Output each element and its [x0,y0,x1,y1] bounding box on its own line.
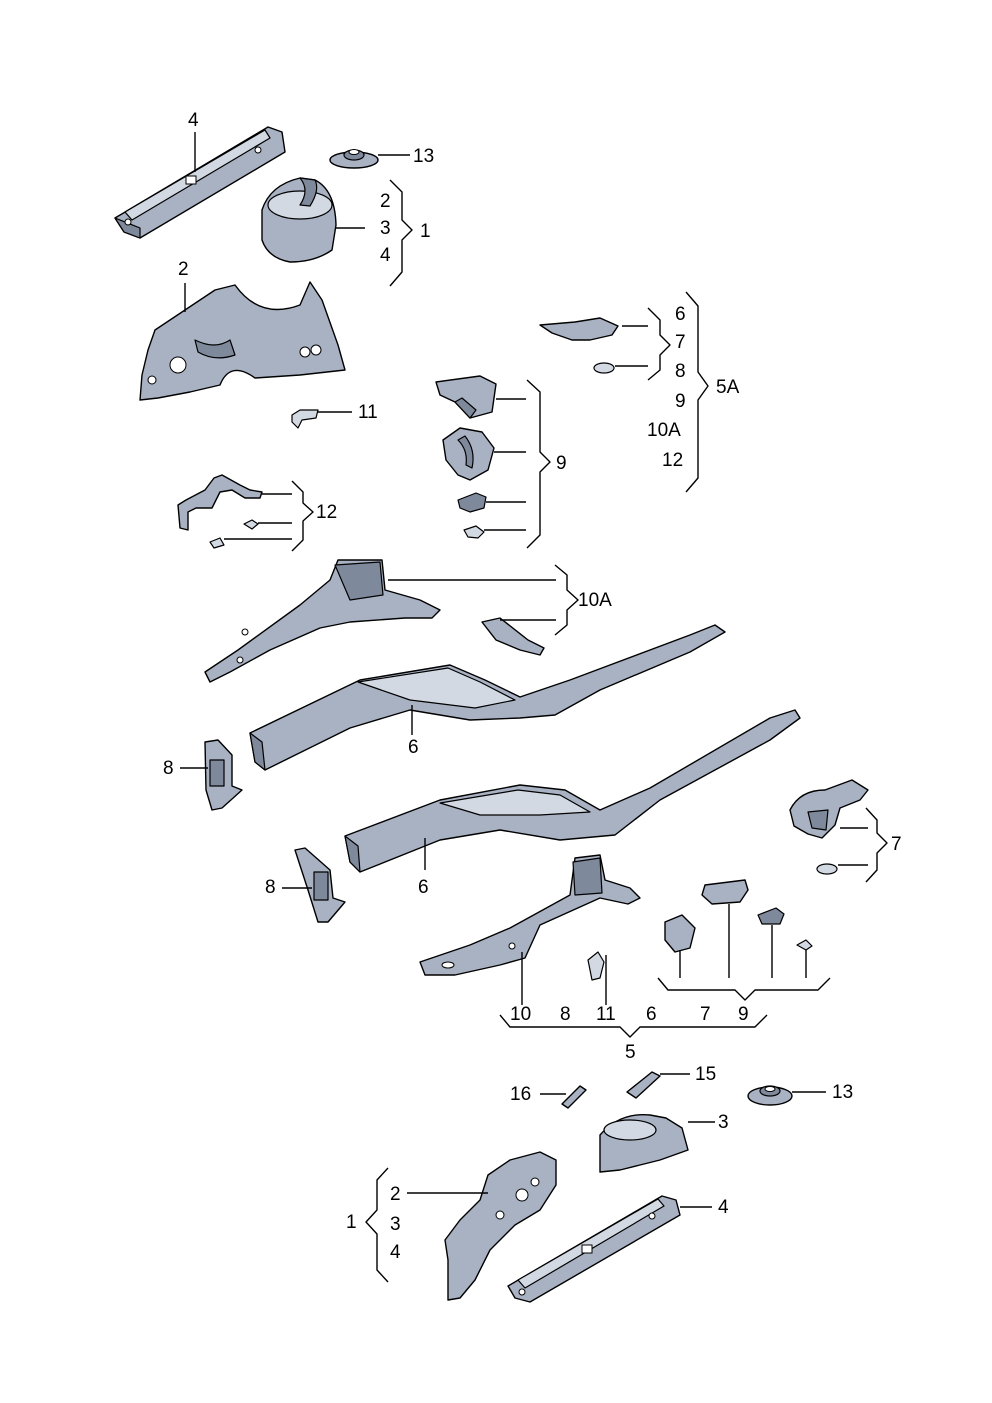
brace-678 [647,307,671,381]
plate-upper [204,739,243,811]
wheel-arch-top [139,281,346,401]
label-group-10a: 10A [578,590,612,611]
label-right-9: 9 [675,391,686,412]
subframe-10 [419,854,641,976]
label-brace-bottom-3: 3 [390,1214,401,1235]
bracket-9-bottom-d [796,939,813,951]
sill-member-top [114,126,286,239]
label-cap-bottom: 13 [832,1082,853,1103]
washer-8-right [593,362,615,374]
washer-rear-7 [816,863,838,875]
bracket-9c [457,492,487,513]
label-stud-15: 15 [695,1064,716,1085]
cap-top [329,149,379,169]
bracket-6-right [539,317,619,341]
bolt-16 [561,1085,587,1109]
label-bottom-9: 9 [738,1004,749,1025]
stud-15 [626,1071,661,1099]
brace-bottom-9 [657,977,831,1001]
bracket-9-bottom-a [664,914,696,953]
brace-group-12 [291,480,314,552]
brace-group-9 [526,379,551,549]
label-rail-lower: 6 [418,877,429,898]
bracket-12c [209,537,225,549]
label-group-top-1: 1 [420,221,431,242]
bracket-rear-7 [789,779,869,839]
bracket-9-bottom-c [757,907,785,925]
frame-10a [204,559,441,683]
label-right-12: 12 [662,450,683,471]
label-brace-bottom-4: 4 [390,1242,401,1263]
brace-bottom-5 [499,1014,768,1038]
strut-tower-top [261,177,337,263]
label-brace-bottom-2: 2 [390,1184,401,1205]
label-cap-top: 13 [413,146,434,167]
bracket-9a [435,375,497,419]
brace-top-1 [389,179,413,287]
label-bolt-16: 16 [510,1084,531,1105]
label-group-bottom-1: 1 [346,1212,357,1233]
brace-5a [685,291,709,493]
bracket-9d [463,525,485,539]
label-bottom-6: 6 [646,1004,657,1025]
bracket-12b [243,519,259,530]
label-clip-11: 11 [358,402,378,423]
label-tower-bottom: 3 [718,1112,729,1133]
clip-11-top [291,409,319,429]
label-brace-top-2: 2 [380,191,391,212]
label-plate-lower: 8 [265,877,276,898]
brace-rear-7 [865,807,888,883]
label-group-12: 12 [316,502,337,523]
label-bottom-8: 8 [560,1004,571,1025]
clip-11-bottom [587,951,605,981]
label-right-5a: 5A [716,377,740,398]
label-brace-top-3: 3 [380,218,391,239]
label-bottom-7: 7 [700,1004,711,1025]
rail-upper [249,624,726,771]
label-arch-top: 2 [178,259,189,280]
label-right-7: 7 [675,332,686,353]
label-right-8: 8 [675,361,686,382]
label-rear-7: 7 [891,834,902,855]
strut-tower-bottom [599,1113,689,1173]
frame-10a-clip [481,617,545,656]
brace-bottom-1 [365,1167,389,1283]
bracket-9b [442,427,495,481]
bracket-9-bottom-b [701,879,749,905]
bracket-12a [177,474,263,531]
wheel-arch-bottom [444,1151,557,1301]
label-sill-top: 4 [188,110,199,131]
label-bottom-10: 10 [510,1004,531,1025]
cap-bottom [747,1085,793,1106]
label-brace-top-4: 4 [380,245,391,266]
label-rail-upper: 6 [408,737,419,758]
label-right-6: 6 [675,304,686,325]
label-sill-bottom: 4 [718,1197,729,1218]
label-group-9: 9 [556,453,567,474]
label-plate-upper: 8 [163,758,174,779]
plate-lower [294,847,346,923]
brace-group-10a [554,564,579,636]
sill-member-bottom [507,1195,681,1303]
rail-lower [344,709,801,873]
label-bottom-5: 5 [625,1042,636,1063]
label-bottom-11: 11 [596,1004,616,1025]
label-right-10a: 10A [647,420,681,441]
